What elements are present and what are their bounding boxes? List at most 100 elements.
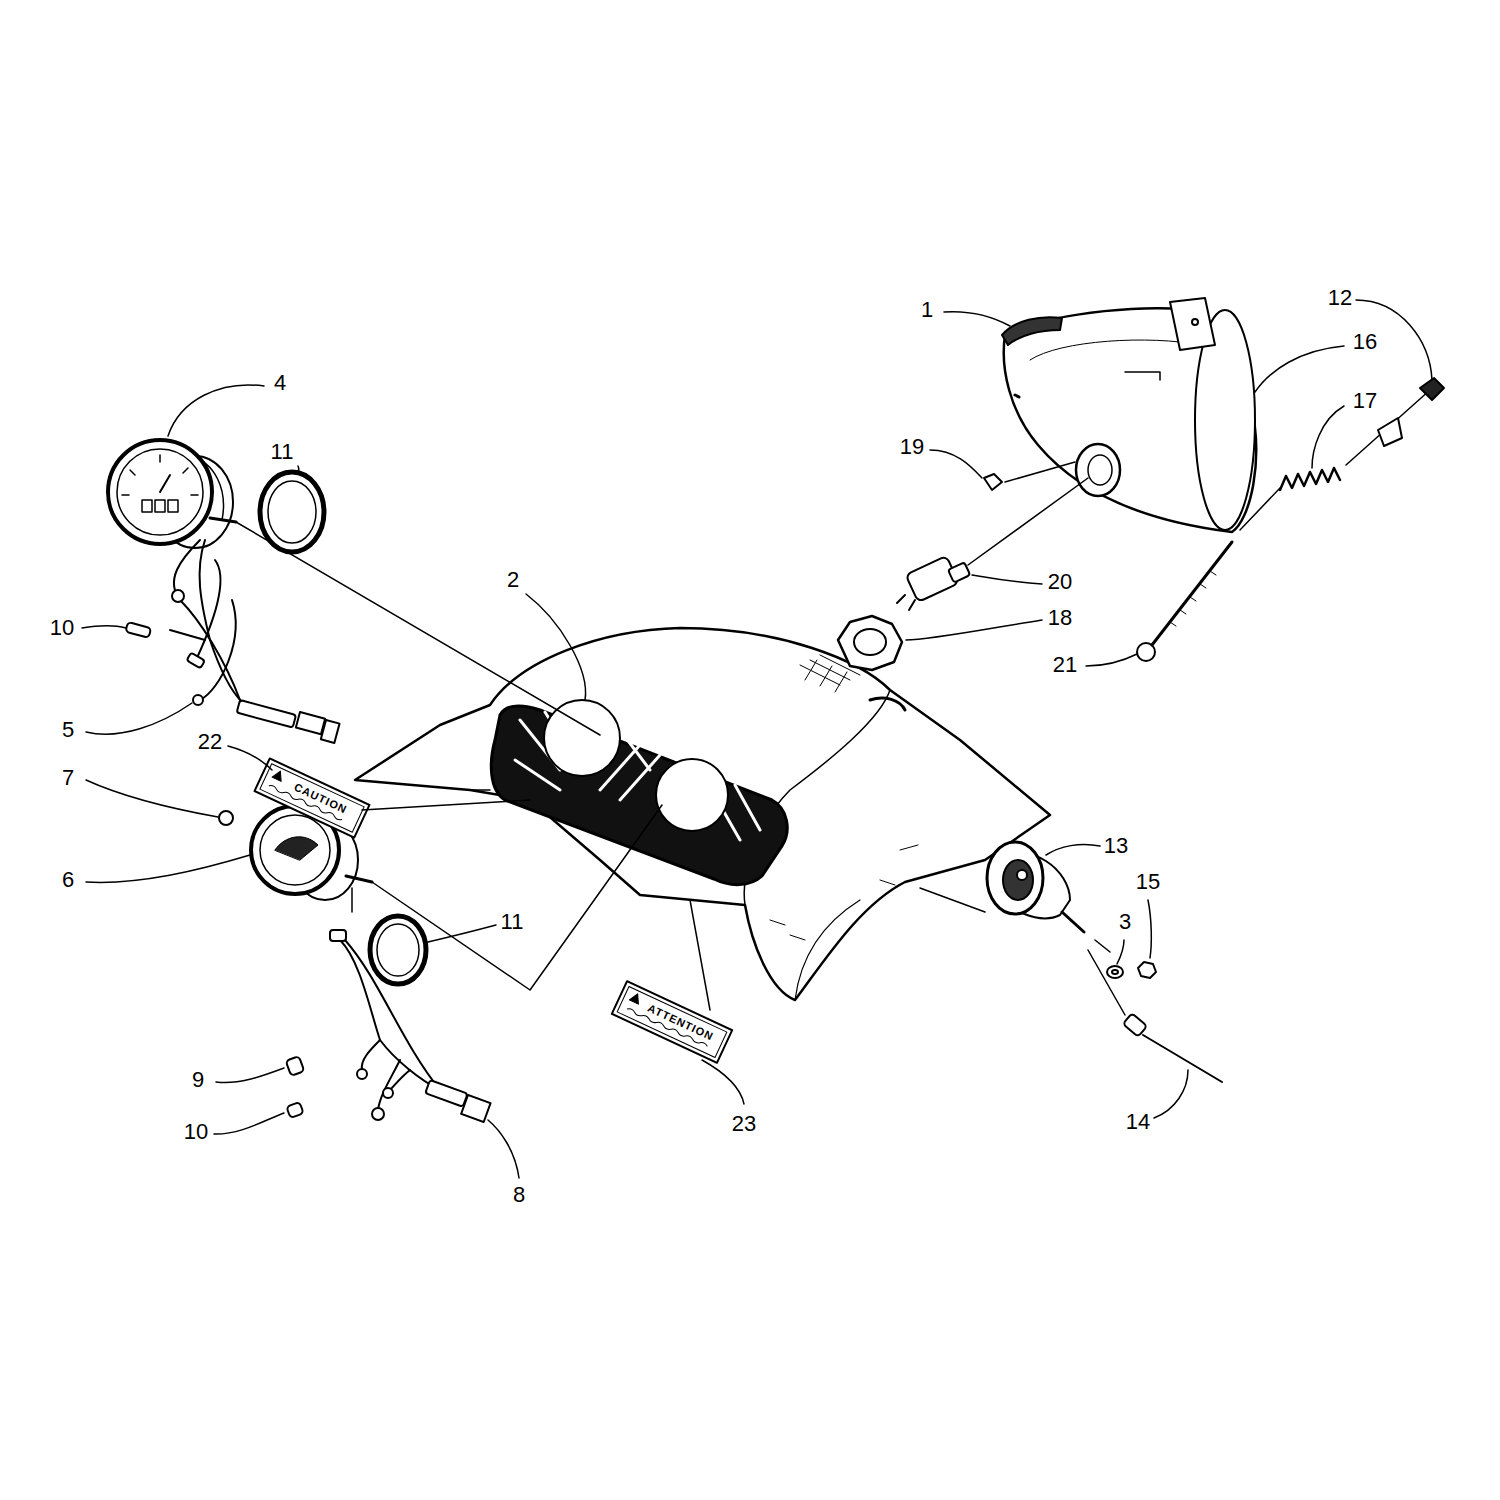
washer-part — [1112, 970, 1118, 974]
leader-lines-part — [906, 620, 1042, 640]
indicator-housing-part — [987, 842, 1043, 914]
attention-decal — [612, 981, 732, 1063]
tachometer-harness — [125, 540, 339, 743]
headlight-housing-part — [1030, 340, 1200, 360]
callout-number: 9 — [190, 1068, 206, 1092]
gauge-ring-part — [268, 481, 316, 543]
washer-part — [1107, 966, 1123, 978]
clip — [984, 474, 1002, 490]
speedometer-harness-part — [286, 1056, 305, 1076]
speedometer-harness-part — [425, 1080, 467, 1107]
callout-number: 11 — [499, 910, 526, 934]
explode-line — [1005, 462, 1075, 482]
tachometer-harness-part — [296, 712, 325, 734]
gauge-ring-part — [377, 924, 419, 976]
callout-number: 14 — [1124, 1110, 1152, 1134]
explode-line — [1240, 390, 1430, 530]
explode-line — [236, 522, 600, 735]
gauge-window-part — [656, 759, 728, 831]
callout-number: 10 — [182, 1120, 210, 1144]
speedometer-harness-part — [461, 1095, 490, 1122]
attention-decal-part — [612, 981, 732, 1063]
explode-line — [920, 888, 1125, 1015]
callout-number: 6 — [60, 868, 76, 892]
explode-line — [372, 805, 662, 990]
spring — [1280, 468, 1340, 490]
gauge-window-part — [470, 789, 490, 791]
speedometer-harness-part — [330, 930, 346, 941]
callout-number: 19 — [898, 435, 926, 459]
speedometer-harness — [286, 888, 491, 1122]
leader-lines-part — [82, 626, 126, 628]
adjusting-screw — [1137, 542, 1232, 661]
adjusting-screw-part — [1170, 571, 1216, 626]
callout-number: 12 — [1326, 286, 1354, 310]
hex-nut — [1138, 962, 1156, 978]
tachometer-harness-part — [125, 622, 151, 638]
tachometer-harness-part — [200, 540, 242, 702]
tachometer-part — [108, 440, 212, 544]
leader-lines-part — [86, 780, 218, 817]
callout-number: 17 — [1351, 389, 1379, 413]
headlight-housing-part — [1170, 298, 1215, 350]
gauge-window-part — [544, 700, 620, 776]
indicator-bulb — [1123, 1013, 1222, 1082]
indicator-housing-part — [1003, 860, 1033, 900]
tachometer-harness-part — [170, 630, 205, 640]
tachometer-part — [210, 518, 236, 522]
leader-lines-part — [526, 594, 586, 700]
headlight-bulb-part — [906, 556, 959, 602]
speedometer-part — [260, 815, 330, 885]
tachometer-part — [168, 500, 178, 512]
decal-leader — [362, 800, 710, 1010]
indicator-bulb-part — [1123, 1013, 1147, 1037]
headlight-bulb-part — [948, 562, 970, 582]
tachometer-harness-part — [172, 590, 184, 602]
gauge-ring-part — [370, 916, 426, 984]
tachometer-part — [160, 475, 170, 492]
leader-lines-part — [86, 855, 250, 882]
headlight-housing-part — [1125, 372, 1160, 380]
gauge-window-part — [491, 706, 787, 885]
speedometer-harness-part — [390, 1070, 410, 1090]
callout-number: 1 — [919, 298, 935, 322]
headlight-bulb — [897, 556, 970, 610]
callout-number: 21 — [1051, 653, 1079, 677]
tachometer-harness-part — [200, 600, 236, 700]
speedometer-harness-part — [286, 1102, 303, 1118]
hex-nut-part — [1138, 962, 1156, 978]
console-hood-part — [795, 900, 860, 1000]
retaining-nut-part — [838, 616, 902, 670]
leader-lines-part — [1154, 1070, 1188, 1118]
callout-number: 7 — [60, 766, 76, 790]
leader-lines — [82, 300, 1432, 1178]
attention-decal-part — [617, 986, 727, 1057]
leader-lines-part — [1046, 844, 1100, 855]
speedometer-harness-part — [372, 1108, 384, 1120]
callout-number: 20 — [1046, 570, 1074, 594]
spring-part — [1280, 468, 1340, 490]
callout-number: 22 — [196, 730, 224, 754]
callout-number: 11 — [269, 440, 296, 464]
headlight-housing-part — [1015, 395, 1019, 397]
indicator-housing-part — [1017, 870, 1027, 880]
speedometer-harness-part — [357, 1069, 367, 1079]
retaining-nut — [838, 616, 902, 670]
adjuster-plate — [1378, 378, 1444, 446]
tachometer-harness-part — [187, 653, 205, 669]
tachometer-part — [117, 449, 203, 535]
tachometer-part — [142, 500, 152, 512]
callout-number: 2 — [505, 568, 521, 592]
tachometer — [108, 440, 236, 548]
leader-lines-part — [972, 575, 1042, 584]
callout-number: 16 — [1351, 330, 1379, 354]
leader-lines-part — [1312, 406, 1344, 468]
leader-lines-part — [216, 1068, 284, 1083]
clip-part — [984, 474, 1002, 490]
tachometer-part — [155, 500, 165, 512]
indicator-housing — [987, 842, 1084, 932]
tachometer-harness-part — [237, 700, 296, 728]
speedometer-part — [275, 837, 318, 860]
tachometer-part — [122, 455, 198, 495]
